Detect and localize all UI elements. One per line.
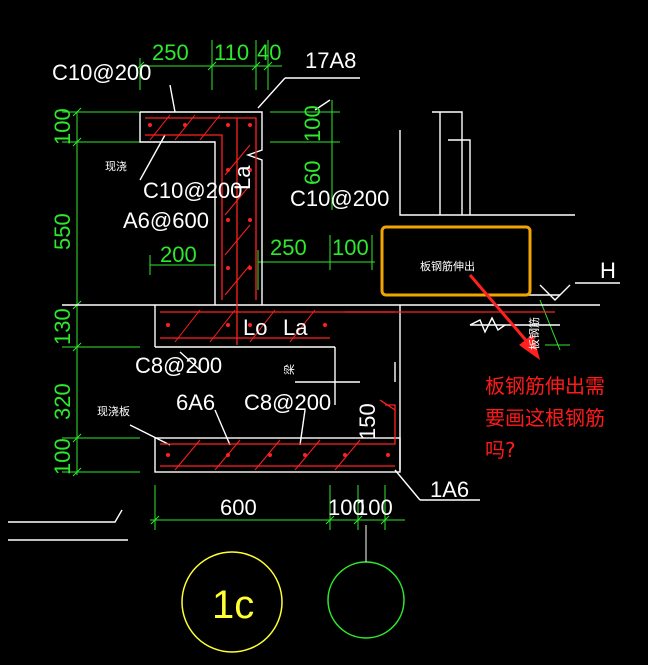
dim-top-40: 40 [257,40,281,65]
label-1a6: 1A6 [430,477,469,502]
label-side-small: 板钢筋 [527,317,541,350]
hatching [149,114,361,471]
dim-320: 320 [50,383,75,420]
dim-bottom-600: 600 [220,495,257,520]
axis-circle-1c [181,551,283,653]
label-c10-right: C10@200 [290,186,389,211]
label-h: H [600,258,616,283]
label-c8-left: C8@200 [135,353,222,378]
annotation-line-1: 板钢筋伸出需 [485,374,605,398]
dim-top-250: 250 [152,40,189,65]
label-la-vertical: La [230,165,255,190]
label-board-note: 板钢筋伸出 [420,259,475,273]
rebar-lines [145,117,555,467]
dim-200: 200 [160,242,197,267]
label-c8-bottom: C8@200 [244,390,331,415]
dim-bottom-100-b: 100 [356,495,393,520]
label-17a8: 17A8 [305,48,356,73]
label-a6-600: A6@600 [123,208,209,233]
label-liang: 梁 [282,364,296,375]
axis-label-1c: 1c [212,583,254,627]
dim-100-left-top: 100 [50,108,75,145]
dim-bottom-100-a: 100 [328,495,365,520]
label-6a6: 6A6 [176,390,215,415]
label-c10-top: C10@200 [52,60,151,85]
dimension-lines [62,40,570,530]
structure-outline [8,77,620,541]
dim-150: 150 [355,403,380,440]
dim-250: 250 [270,235,307,260]
dim-100-mid: 100 [332,235,369,260]
dim-60: 60 [300,161,325,185]
dim-100-right: 100 [300,105,325,142]
dim-130: 130 [50,308,75,345]
annotation-arrow [468,274,540,360]
rebar-dots [148,123,390,457]
label-lo-2: La [283,315,308,340]
label-c10-mid: C10@200 [143,178,242,203]
label-xianjiao-1: 现浇 [105,160,127,173]
dim-top-110: 110 [214,40,249,65]
label-lo-1: Lo [243,315,267,340]
dim-100-bottom: 100 [50,438,75,475]
annotation-line-2: 要画这根钢筋 [485,406,605,430]
axis-circle-2 [327,561,405,639]
dim-550: 550 [50,213,75,250]
annotation-line-3: 吗? [485,438,516,462]
label-xianjiao-2: 现浇板 [97,404,130,418]
highlight-box [380,225,532,297]
